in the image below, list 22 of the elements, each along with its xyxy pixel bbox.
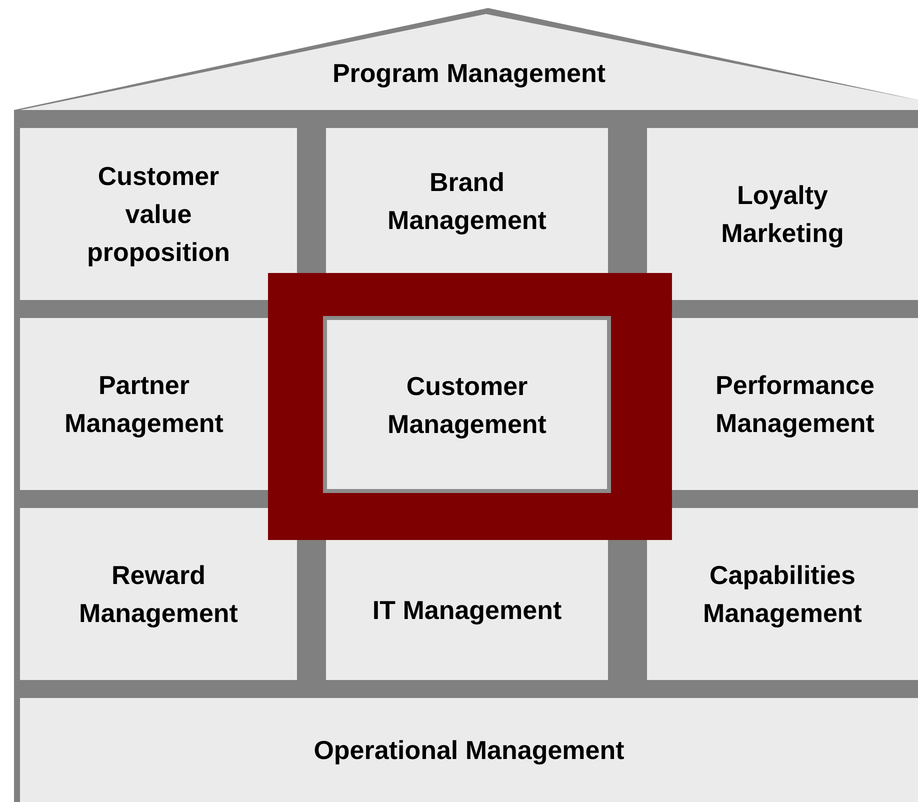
pillar-box bbox=[326, 540, 608, 680]
node-label: Reward Management bbox=[78, 559, 239, 630]
node-label: IT Management bbox=[372, 594, 562, 627]
node-label: Customer value proposition bbox=[86, 160, 231, 269]
pillar-box bbox=[20, 128, 297, 300]
node-label: Brand Management bbox=[386, 166, 548, 236]
node-label: Performance Management bbox=[714, 369, 876, 440]
node-label: Loyalty Marketing bbox=[720, 179, 845, 250]
pillar-box bbox=[20, 508, 297, 680]
pillar-box bbox=[326, 128, 608, 273]
node-label: Operational Management bbox=[314, 734, 624, 767]
node-label: Program Management bbox=[332, 57, 606, 90]
pillar-box bbox=[647, 508, 918, 680]
highlighted-box bbox=[323, 316, 611, 493]
node-label: Partner Management bbox=[64, 369, 224, 440]
node-label: Customer Management bbox=[386, 370, 548, 440]
roof-band bbox=[20, 14, 918, 110]
pillar-box bbox=[672, 318, 918, 490]
pillar-box bbox=[20, 318, 268, 490]
node-label: Capabilities Management bbox=[702, 559, 863, 630]
foundation-band bbox=[20, 698, 918, 802]
pillar-box bbox=[647, 128, 918, 300]
